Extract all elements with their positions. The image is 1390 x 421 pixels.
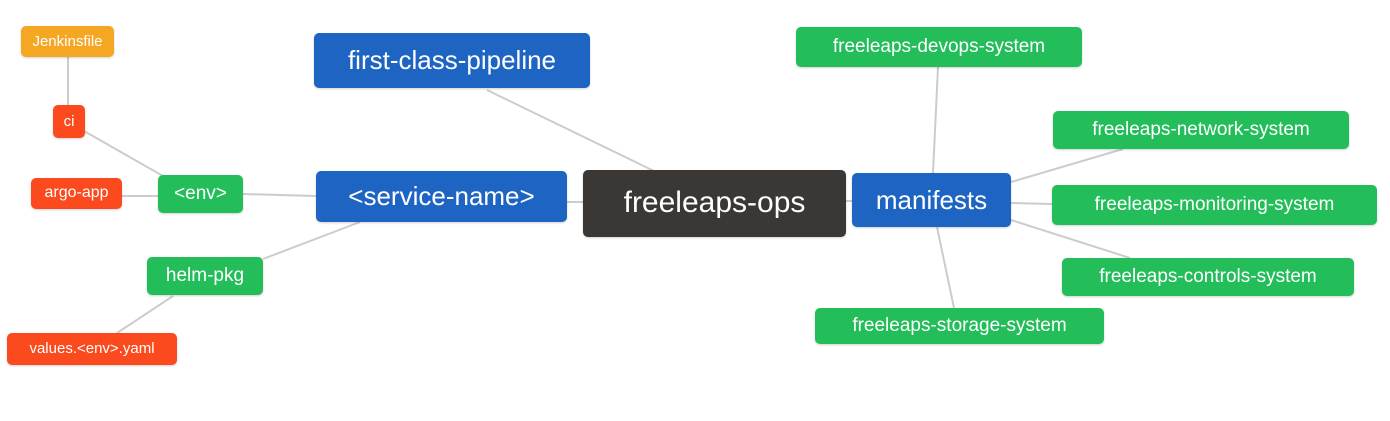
- node-values-env-yaml[interactable]: values.<env>.yaml: [7, 333, 177, 365]
- node-jenkinsfile[interactable]: Jenkinsfile: [21, 26, 114, 57]
- node-label: values.<env>.yaml: [29, 340, 155, 357]
- node-freeleaps-controls-system[interactable]: freeleaps-controls-system: [1062, 258, 1354, 296]
- node-label: Jenkinsfile: [32, 32, 103, 50]
- node-label: freeleaps-monitoring-system: [1094, 194, 1335, 215]
- node-label: <env>: [174, 183, 227, 204]
- node-label: helm-pkg: [165, 265, 245, 286]
- node-manifests[interactable]: manifests: [852, 173, 1011, 227]
- node-freeleaps-network-system[interactable]: freeleaps-network-system: [1053, 111, 1349, 149]
- node-label: freeleaps-storage-system: [852, 315, 1067, 336]
- node-freeleaps-devops-system[interactable]: freeleaps-devops-system: [796, 27, 1082, 67]
- node-freeleaps-ops[interactable]: freeleaps-ops: [583, 170, 846, 237]
- node-label: freeleaps-devops-system: [832, 36, 1046, 57]
- node-env[interactable]: <env>: [158, 175, 243, 213]
- node-label: first-class-pipeline: [347, 45, 557, 75]
- node-label: freeleaps-ops: [623, 186, 806, 219]
- node-label: argo-app: [44, 184, 109, 201]
- node-helm-pkg[interactable]: helm-pkg: [147, 257, 263, 295]
- node-label: freeleaps-network-system: [1092, 119, 1310, 140]
- node-service-name[interactable]: <service-name>: [316, 171, 567, 222]
- node-freeleaps-storage-system[interactable]: freeleaps-storage-system: [815, 308, 1104, 344]
- node-first-class-pipeline[interactable]: first-class-pipeline: [314, 33, 590, 88]
- node-label: ci: [63, 112, 75, 130]
- node-label: <service-name>: [348, 181, 535, 211]
- node-label: manifests: [875, 184, 988, 215]
- node-argo-app[interactable]: argo-app: [31, 178, 122, 209]
- node-label: freeleaps-controls-system: [1099, 266, 1317, 287]
- node-freeleaps-monitoring-system[interactable]: freeleaps-monitoring-system: [1052, 185, 1377, 225]
- node-ci[interactable]: ci: [53, 105, 85, 138]
